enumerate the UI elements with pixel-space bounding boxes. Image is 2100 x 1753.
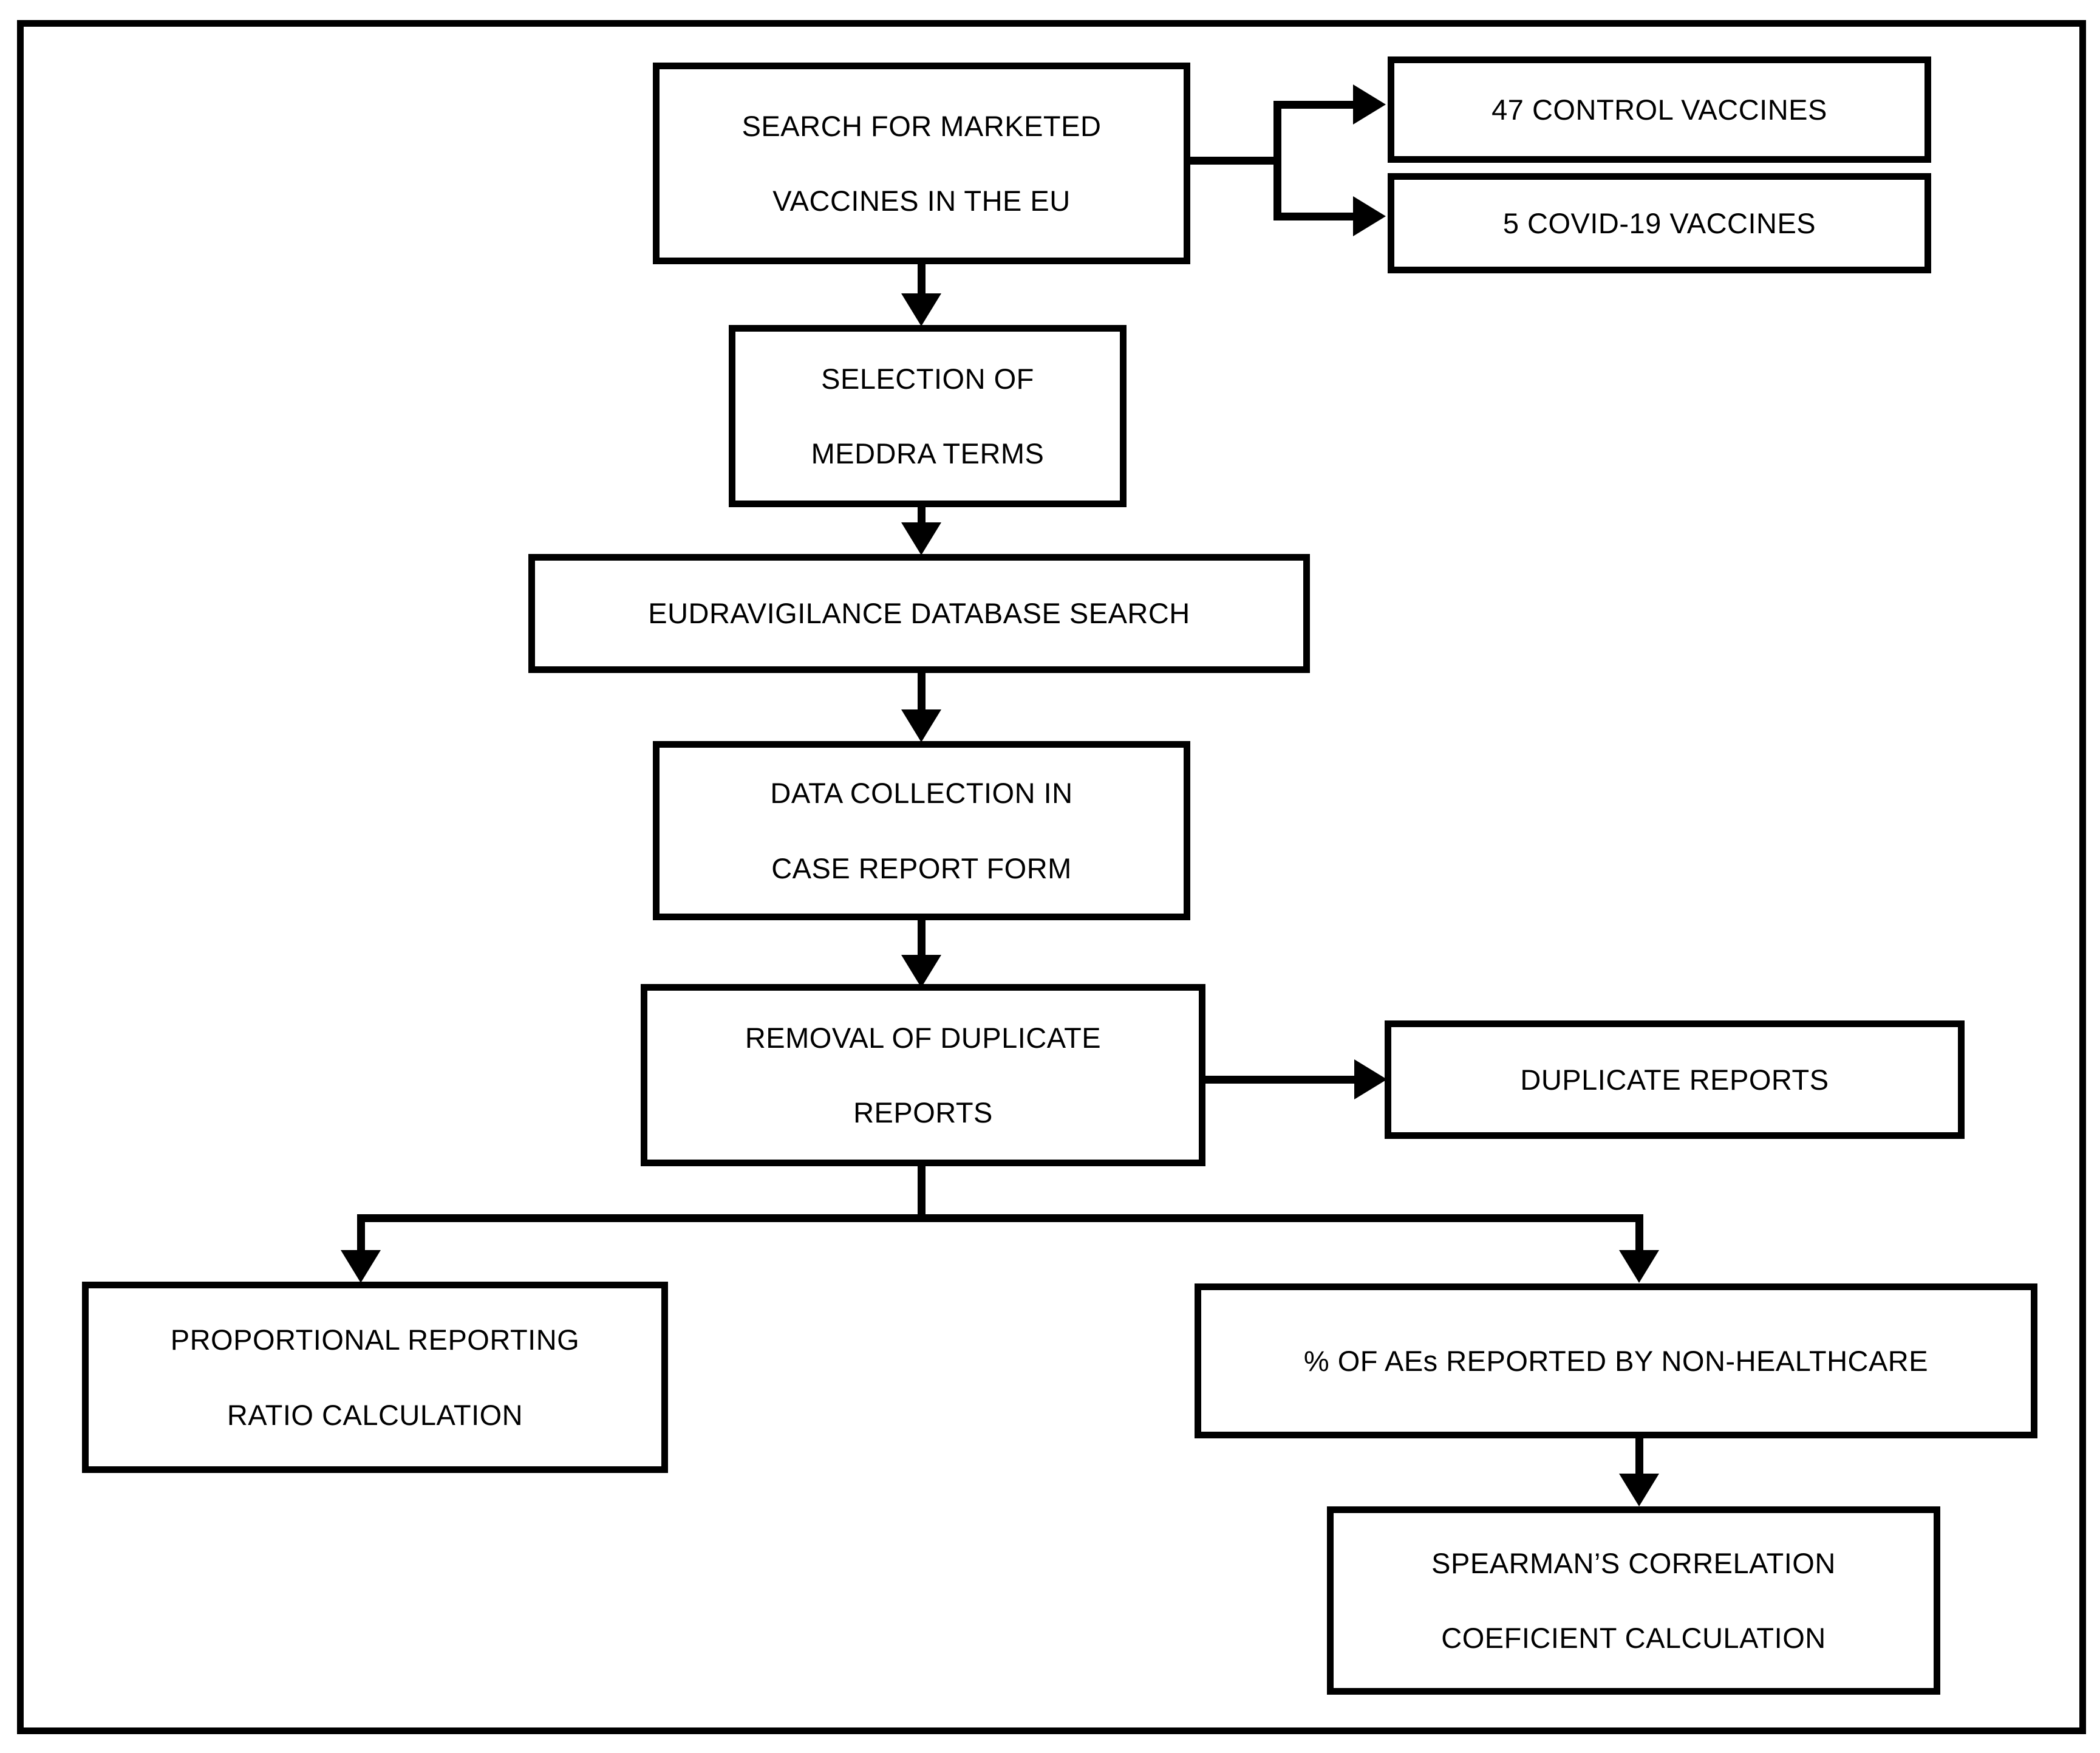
node-proportional-reporting-ratio[interactable]: PROPORTIONAL REPORTING RATIO CALCULATION (82, 1282, 668, 1473)
node-duplicate-reports[interactable]: DUPLICATE REPORTS (1385, 1020, 1965, 1139)
arrowhead-spearman (1619, 1474, 1659, 1506)
node-line: SPEARMAN’S CORRELATION (1431, 1546, 1836, 1579)
node-line: VACCINES IN THE EU (772, 185, 1071, 217)
arrowhead-data-collection (901, 709, 941, 742)
node-line: % OF AEs REPORTED BY NON-HEALTHCARE (1303, 1344, 1929, 1377)
node-covid-vaccines[interactable]: 5 COVID-19 VACCINES (1388, 173, 1931, 273)
node-line: MEDDRA TERMS (811, 437, 1045, 470)
edge-right-split-vertical (1273, 101, 1281, 220)
node-line: DATA COLLECTION IN (770, 777, 1073, 810)
node-line: CASE REPORT FORM (771, 852, 1072, 884)
arrowhead-covid-vaccines (1353, 196, 1386, 236)
edge-split-right-drop (1635, 1214, 1643, 1254)
edge-search-to-right-stem (1190, 157, 1281, 165)
edge-search-to-meddra (918, 261, 926, 295)
edge-meddra-to-eudravigilance (918, 504, 926, 524)
node-line: PROPORTIONAL REPORTING (170, 1324, 580, 1356)
arrowhead-control-vaccines (1353, 84, 1386, 125)
node-line: EUDRAVIGILANCE DATABASE SEARCH (648, 597, 1190, 630)
arrowhead-prr (341, 1250, 381, 1283)
edge-split-left-drop (357, 1214, 365, 1254)
edge-pct-aes-to-spearman (1635, 1435, 1643, 1476)
edge-removal-to-duplicate-reports (1205, 1076, 1357, 1084)
arrowhead-meddra (901, 293, 941, 326)
node-line: 47 CONTROL VACCINES (1491, 93, 1827, 126)
node-removal-duplicates[interactable]: REMOVAL OF DUPLICATE REPORTS (641, 984, 1205, 1166)
node-data-collection[interactable]: DATA COLLECTION IN CASE REPORT FORM (653, 741, 1190, 920)
edge-removal-split-bar (357, 1214, 1643, 1222)
node-eudravigilance-search[interactable]: EUDRAVIGILANCE DATABASE SEARCH (528, 554, 1310, 673)
arrowhead-pct-aes (1619, 1250, 1659, 1283)
node-line: SELECTION OF (821, 362, 1034, 395)
edge-to-control-vaccines (1273, 101, 1355, 109)
node-line: SEARCH FOR MARKETED (741, 109, 1102, 142)
arrowhead-removal-duplicates (901, 955, 941, 988)
node-spearman-correlation[interactable]: SPEARMAN’S CORRELATION COEFICIENT CALCUL… (1327, 1506, 1940, 1695)
figure-border (17, 20, 2086, 1734)
arrowhead-duplicate-reports (1354, 1059, 1387, 1099)
edge-eudravigilance-to-data-collection (918, 668, 926, 712)
node-line: RATIO CALCULATION (227, 1398, 523, 1431)
node-search-marketed-vaccines[interactable]: SEARCH FOR MARKETED VACCINES IN THE EU (653, 63, 1190, 264)
node-line: COEFICIENT CALCULATION (1441, 1622, 1826, 1654)
edge-to-covid-vaccines (1273, 213, 1355, 220)
arrowhead-eudravigilance (901, 522, 941, 555)
node-line: REPORTS (853, 1096, 993, 1129)
node-pct-aes-non-healthcare[interactable]: % OF AEs REPORTED BY NON-HEALTHCARE (1195, 1283, 2037, 1438)
edge-data-collection-to-removal (918, 916, 926, 957)
node-line: DUPLICATE REPORTS (1520, 1063, 1829, 1096)
node-line: 5 COVID-19 VACCINES (1502, 207, 1816, 239)
node-line: REMOVAL OF DUPLICATE (745, 1021, 1102, 1054)
node-meddra-terms[interactable]: SELECTION OF MEDDRA TERMS (729, 325, 1127, 507)
edge-removal-split-stem (918, 1161, 926, 1219)
node-control-vaccines[interactable]: 47 CONTROL VACCINES (1388, 56, 1931, 163)
